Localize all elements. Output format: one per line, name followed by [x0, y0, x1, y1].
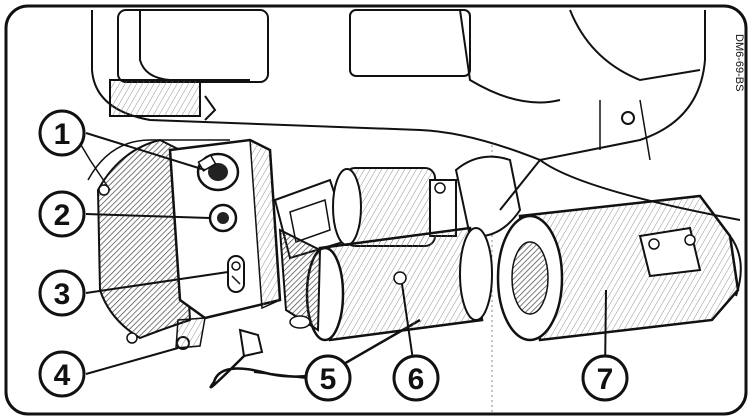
outer-border	[4, 4, 748, 416]
starter-motor	[278, 226, 493, 342]
starter-solenoid	[273, 155, 522, 260]
cable	[209, 318, 421, 389]
callout-4: 4	[38, 350, 86, 398]
key-switch	[196, 152, 240, 192]
callout-2-label: 2	[54, 199, 71, 232]
callout-5: 5	[304, 354, 352, 402]
alternator	[496, 158, 742, 342]
control-box	[168, 138, 282, 358]
engine-housing	[59, 9, 706, 191]
callout-3-label: 3	[54, 278, 71, 311]
callout-7: 7	[581, 354, 629, 402]
callout-6: 6	[392, 354, 440, 402]
side-label: DM6-69-BS	[733, 34, 745, 91]
indicator-lamp	[208, 203, 238, 233]
callout-1: 1	[38, 109, 86, 157]
fuse-slot	[227, 255, 245, 293]
callout-5-label: 5	[320, 363, 337, 396]
callout-7-label: 7	[597, 363, 614, 396]
callout-6-label: 6	[408, 363, 425, 396]
callout-3: 3	[38, 269, 86, 317]
callout-4-label: 4	[54, 359, 71, 392]
callout-2: 2	[38, 190, 86, 238]
callout-1-label: 1	[54, 118, 71, 151]
